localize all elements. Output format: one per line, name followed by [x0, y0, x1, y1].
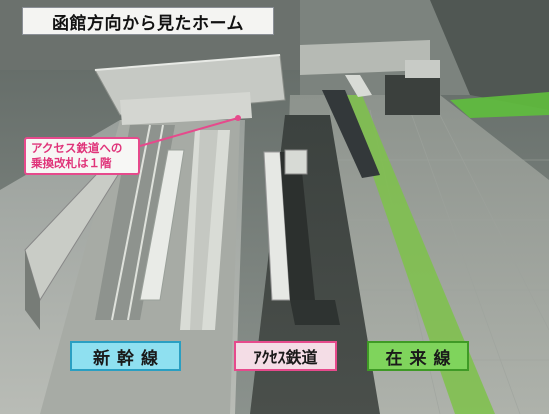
shinkansen-rails — [111, 124, 164, 321]
shinkansen-platform-edge — [190, 130, 218, 330]
left-wall-side — [25, 250, 40, 330]
shinkansen-label: 新幹線 — [70, 341, 181, 371]
bridge-rail — [94, 54, 281, 71]
dark-block — [385, 75, 440, 115]
zairai-green-band — [345, 95, 495, 414]
zairai-platform — [322, 90, 380, 178]
block-cap — [405, 60, 440, 78]
access-railway-label: ｱｸｾｽ鉄道 — [234, 341, 337, 371]
transfer-gate-callout: アクセス鉄道への 乗換改札は１階 — [24, 137, 140, 175]
photo-title: 函館方向から見たホーム — [22, 7, 274, 35]
callout-line-1: アクセス鉄道への — [31, 141, 123, 155]
upper-structure — [300, 40, 430, 75]
green-platform-far — [450, 92, 549, 118]
callout-line-2: 乗換改札は１階 — [31, 156, 112, 170]
access-stairs — [284, 149, 308, 175]
conventional-line-label: 在来線 — [367, 341, 469, 371]
shinkansen-train — [139, 149, 185, 301]
callout-arrow — [139, 117, 239, 147]
zairai-platform-cap — [345, 75, 372, 97]
access-lower-block — [290, 300, 340, 325]
callout-arrow-tip — [235, 115, 241, 121]
bridge-deck — [120, 92, 252, 125]
access-platform-dark — [280, 152, 315, 300]
far-right-wall — [430, 0, 549, 110]
